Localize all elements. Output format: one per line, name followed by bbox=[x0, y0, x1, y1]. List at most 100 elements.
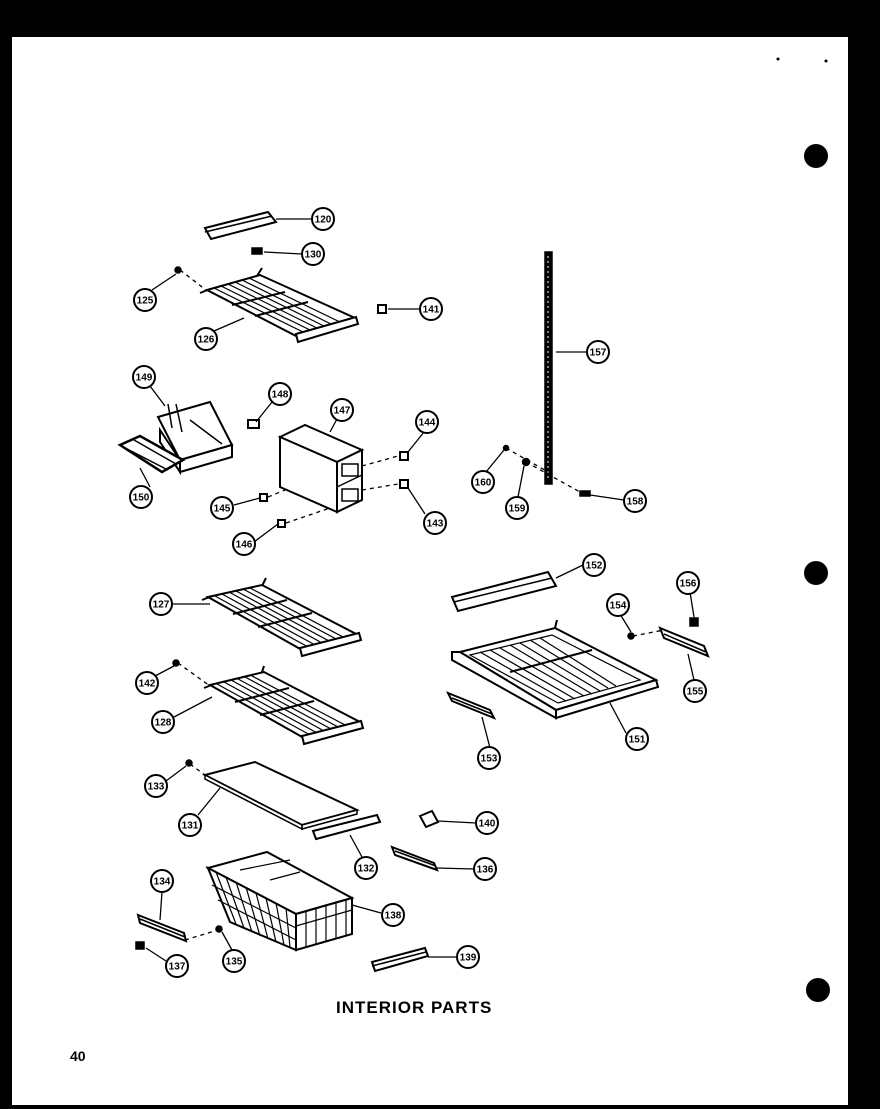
callout-154: 154 bbox=[606, 593, 630, 617]
part-143-pin bbox=[399, 479, 409, 489]
svg-text:132: 132 bbox=[358, 864, 375, 875]
assembly-lines bbox=[177, 269, 665, 941]
part-144-pin bbox=[399, 451, 409, 461]
leader-lines bbox=[139, 218, 695, 962]
part-128-wire-shelf bbox=[203, 665, 365, 746]
callout-159: 159 bbox=[505, 496, 529, 520]
svg-text:157: 157 bbox=[590, 348, 607, 359]
callout-135: 135 bbox=[222, 949, 246, 973]
part-139-basket-trim bbox=[370, 946, 430, 973]
svg-text:127: 127 bbox=[153, 600, 170, 611]
part-145-screw bbox=[259, 493, 268, 502]
part-140-cover-support bbox=[418, 809, 440, 829]
callout-155: 155 bbox=[683, 679, 707, 703]
callout-134: 134 bbox=[150, 869, 174, 893]
part-152-shelf-trim bbox=[450, 570, 558, 613]
callout-138: 138 bbox=[381, 903, 405, 927]
binder-hole-middle bbox=[804, 561, 828, 585]
svg-text:146: 146 bbox=[236, 540, 253, 551]
diagram-title: INTERIOR PARTS bbox=[336, 998, 493, 1017]
callout-147: 147 bbox=[330, 398, 354, 422]
svg-text:150: 150 bbox=[133, 493, 150, 504]
svg-text:155: 155 bbox=[687, 687, 704, 698]
callout-136: 136 bbox=[473, 857, 497, 881]
callout-156: 156 bbox=[676, 571, 700, 595]
callout-150: 150 bbox=[129, 485, 153, 509]
svg-text:148: 148 bbox=[272, 390, 289, 401]
svg-text:141: 141 bbox=[423, 305, 440, 316]
scan-dot bbox=[776, 57, 780, 61]
svg-text:149: 149 bbox=[136, 373, 153, 384]
callout-142: 142 bbox=[135, 671, 159, 695]
part-132-cover-trim bbox=[311, 813, 382, 841]
callout-128: 128 bbox=[151, 710, 175, 734]
svg-text:139: 139 bbox=[460, 953, 477, 964]
part-138-crisper-basket bbox=[205, 850, 355, 952]
binder-hole-top bbox=[804, 144, 828, 168]
part-135-screw bbox=[215, 925, 223, 933]
part-130-clip bbox=[251, 247, 263, 255]
svg-text:137: 137 bbox=[169, 962, 186, 973]
callout-143: 143 bbox=[423, 511, 447, 535]
part-131-crisper-cover bbox=[202, 760, 360, 831]
svg-text:154: 154 bbox=[610, 601, 627, 612]
svg-text:156: 156 bbox=[680, 579, 697, 590]
part-150-egg-tray bbox=[117, 434, 186, 474]
svg-text:147: 147 bbox=[334, 406, 351, 417]
callout-153: 153 bbox=[477, 746, 501, 770]
svg-text:120: 120 bbox=[315, 215, 332, 226]
svg-text:125: 125 bbox=[137, 296, 154, 307]
callout-149: 149 bbox=[132, 365, 156, 389]
svg-text:145: 145 bbox=[214, 504, 231, 515]
svg-text:153: 153 bbox=[481, 754, 498, 765]
callout-151: 151 bbox=[625, 727, 649, 751]
part-126-wire-shelf bbox=[199, 267, 360, 344]
part-120-shelf-trim bbox=[203, 210, 278, 241]
callout-137: 137 bbox=[165, 954, 189, 978]
svg-text:128: 128 bbox=[155, 718, 172, 729]
svg-text:136: 136 bbox=[477, 865, 494, 876]
svg-text:160: 160 bbox=[475, 478, 492, 489]
callouts: 120 130 125 126 141 149 148 147 144 150 … bbox=[129, 207, 707, 978]
scan-dot bbox=[824, 59, 828, 63]
part-153-shelf-support bbox=[445, 691, 497, 720]
svg-text:134: 134 bbox=[154, 877, 171, 888]
part-137-screw bbox=[135, 941, 145, 950]
svg-text:131: 131 bbox=[182, 821, 199, 832]
callout-145: 145 bbox=[210, 496, 234, 520]
svg-text:158: 158 bbox=[627, 497, 644, 508]
part-158-screw bbox=[579, 490, 591, 497]
svg-text:133: 133 bbox=[148, 782, 165, 793]
svg-text:135: 135 bbox=[226, 957, 243, 968]
callout-139: 139 bbox=[456, 945, 480, 969]
svg-text:144: 144 bbox=[419, 418, 436, 429]
svg-text:151: 151 bbox=[629, 735, 646, 746]
callout-146: 146 bbox=[232, 532, 256, 556]
callout-144: 144 bbox=[415, 410, 439, 434]
callout-141: 141 bbox=[419, 297, 443, 321]
part-146-screw bbox=[277, 519, 286, 528]
callout-125: 125 bbox=[133, 288, 157, 312]
part-156-screw bbox=[689, 617, 699, 627]
svg-text:140: 140 bbox=[479, 819, 496, 830]
callout-157: 157 bbox=[586, 340, 610, 364]
callout-140: 140 bbox=[475, 811, 499, 835]
callout-133: 133 bbox=[144, 774, 168, 798]
part-148-screw bbox=[247, 419, 260, 429]
part-134-basket-slide bbox=[136, 913, 188, 943]
callout-131: 131 bbox=[178, 813, 202, 837]
callout-152: 152 bbox=[582, 553, 606, 577]
part-155-shelf-bracket bbox=[658, 626, 710, 658]
callout-148: 148 bbox=[268, 382, 292, 406]
svg-text:130: 130 bbox=[305, 250, 322, 261]
callout-130: 130 bbox=[301, 242, 325, 266]
binder-hole-bottom bbox=[806, 978, 830, 1002]
callout-160: 160 bbox=[471, 470, 495, 494]
callout-120: 120 bbox=[311, 207, 335, 231]
part-151-cantilever-shelf bbox=[451, 619, 660, 720]
svg-text:142: 142 bbox=[139, 679, 156, 690]
part-157-shelf-rail bbox=[544, 251, 553, 485]
callout-158: 158 bbox=[623, 489, 647, 513]
svg-text:138: 138 bbox=[385, 911, 402, 922]
